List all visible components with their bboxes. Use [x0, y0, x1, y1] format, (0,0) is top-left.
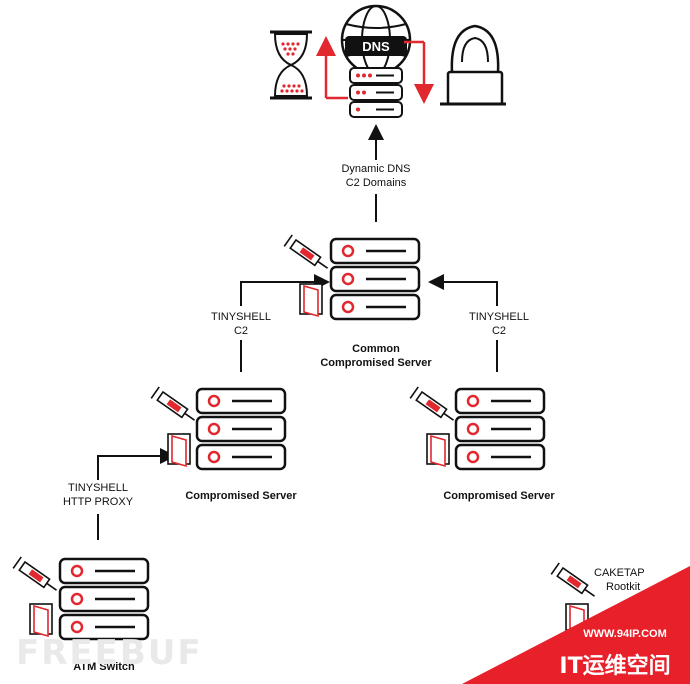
left-server-icon	[195, 387, 287, 471]
legend-syringe-icon	[550, 562, 595, 597]
common-server-label: Common Compromised Server	[306, 342, 446, 370]
door-icon	[299, 283, 323, 318]
syringe-icon	[150, 386, 195, 421]
common-server-icon	[329, 237, 421, 321]
atm-label: ATM Switch	[73, 661, 135, 673]
legend-label-line2: Rootkit	[606, 581, 641, 593]
bottom-link-label-line1: TINYSHELL	[68, 482, 128, 494]
right-link-label-line1: TINYSHELL	[469, 311, 529, 323]
syringe-icon	[409, 386, 454, 421]
syringe-icon	[283, 234, 328, 269]
legend-label-line1: CAKETAP	[594, 567, 645, 579]
arrow-right-to-common	[428, 274, 498, 372]
atm-server-icon	[58, 557, 150, 641]
common-server-label-line2: Compromised Server	[320, 357, 432, 369]
dns-link-label: Dynamic DNS C2 Domains	[335, 162, 417, 190]
right-link-label: TINYSHELL C2	[462, 310, 536, 338]
dns-link-label-line1: Dynamic DNS	[341, 163, 411, 175]
right-server-icon	[454, 387, 546, 471]
watermark-title: IT运维空间	[559, 654, 671, 679]
door-icon	[426, 433, 450, 468]
left-server-label: Compromised Server	[185, 490, 297, 502]
dns-text: DNS	[362, 39, 390, 54]
watermark-site: WWW.94IP.COM	[583, 628, 667, 640]
watermark-freebuf: FREEBUF	[16, 633, 203, 673]
dns-globe-icon: DNS	[340, 4, 412, 76]
right-link-label-line2: C2	[491, 325, 507, 337]
door-icon	[29, 603, 53, 638]
left-link-label-line1: TINYSHELL	[211, 311, 271, 323]
watermark-corner	[462, 566, 690, 684]
bottom-link-label-line2: HTTP PROXY	[62, 496, 134, 508]
dns-up-arrow-icon	[316, 36, 348, 100]
syringe-icon	[12, 556, 57, 591]
hacker-icon	[440, 24, 506, 106]
door-icon	[167, 433, 191, 468]
dns-link-label-line2: C2 Domains	[345, 177, 407, 189]
dns-down-arrow-icon	[404, 40, 434, 104]
dns-server-stack-icon	[349, 67, 403, 118]
common-server-label-line1: Common	[352, 343, 400, 355]
left-link-label: TINYSHELL C2	[204, 310, 278, 338]
legend-label: CAKETAP Rootkit	[594, 566, 660, 594]
left-link-label-line2: C2	[233, 325, 249, 337]
right-server-label: Compromised Server	[443, 490, 555, 502]
arrow-left-to-common	[240, 274, 330, 372]
bottom-link-label: TINYSHELL HTTP PROXY	[54, 481, 142, 509]
hourglass-icon	[270, 30, 312, 100]
